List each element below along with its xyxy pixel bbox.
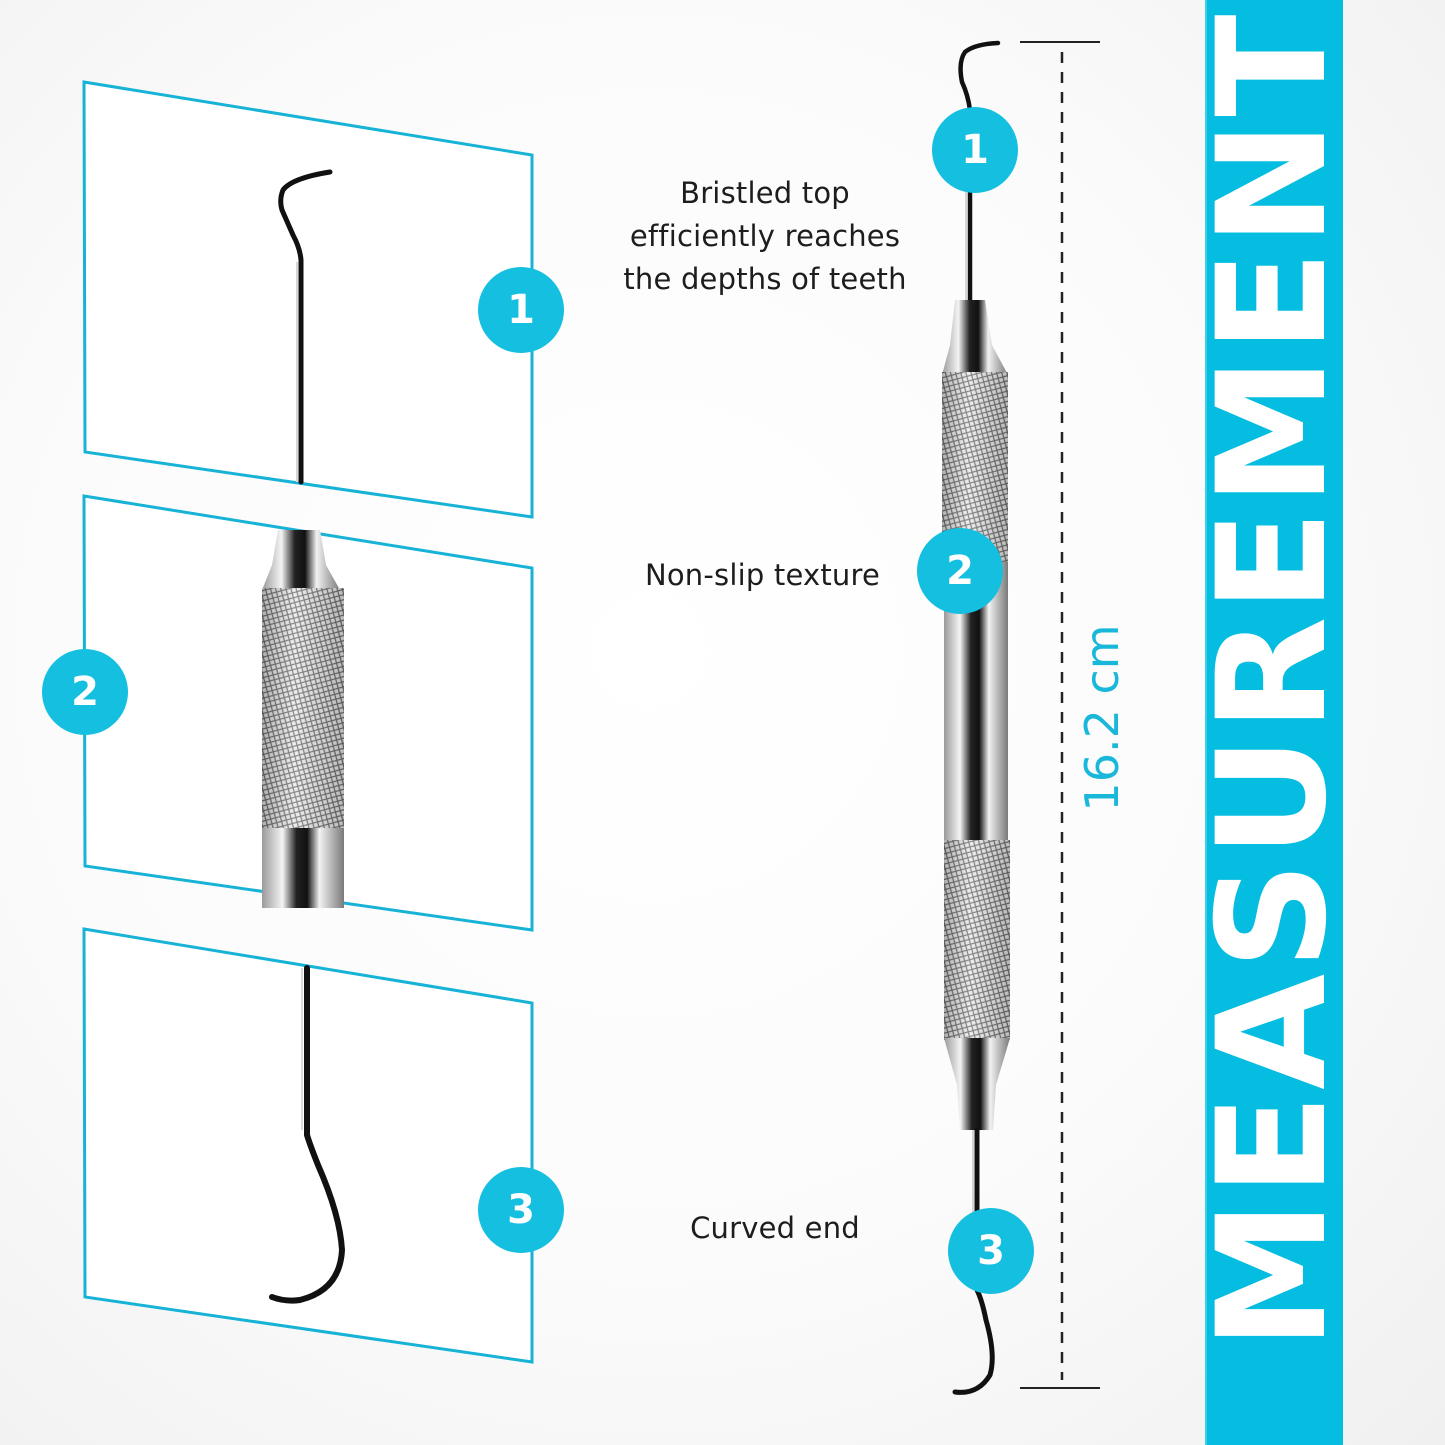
length-label: 16.2 cm xyxy=(1075,624,1129,812)
banner-title: MEASUREMENT xyxy=(1186,10,1360,1350)
panel-badge-2: 2 xyxy=(42,649,128,735)
measurement-banner xyxy=(1205,0,1343,1445)
panel-badge-1: 1 xyxy=(478,267,564,353)
callout-3-text: Curved end xyxy=(670,1207,880,1250)
full-instrument xyxy=(942,40,1010,1395)
callout-3-line-1: Curved end xyxy=(690,1211,860,1245)
callout-badge-1: 1 xyxy=(932,107,1018,193)
dimension-line xyxy=(1020,41,1100,1389)
callout-1-line-1: Bristled top xyxy=(680,176,850,210)
detail-panel-1 xyxy=(82,80,534,519)
detail-panel-2 xyxy=(82,494,534,932)
callout-badge-2: 2 xyxy=(917,528,1003,614)
callout-2-line-1: Non-slip texture xyxy=(644,558,881,592)
callout-2-text: Non-slip texture xyxy=(620,554,905,597)
callout-badge-3: 3 xyxy=(948,1208,1034,1294)
callout-1-line-3: the depths of teeth xyxy=(623,262,907,296)
detail-panel-3 xyxy=(82,927,534,1364)
panel-badge-3: 3 xyxy=(478,1167,564,1253)
callout-1-line-2: efficiently reaches xyxy=(629,219,901,253)
callout-1-text: Bristled top efficiently reaches the dep… xyxy=(615,172,915,301)
